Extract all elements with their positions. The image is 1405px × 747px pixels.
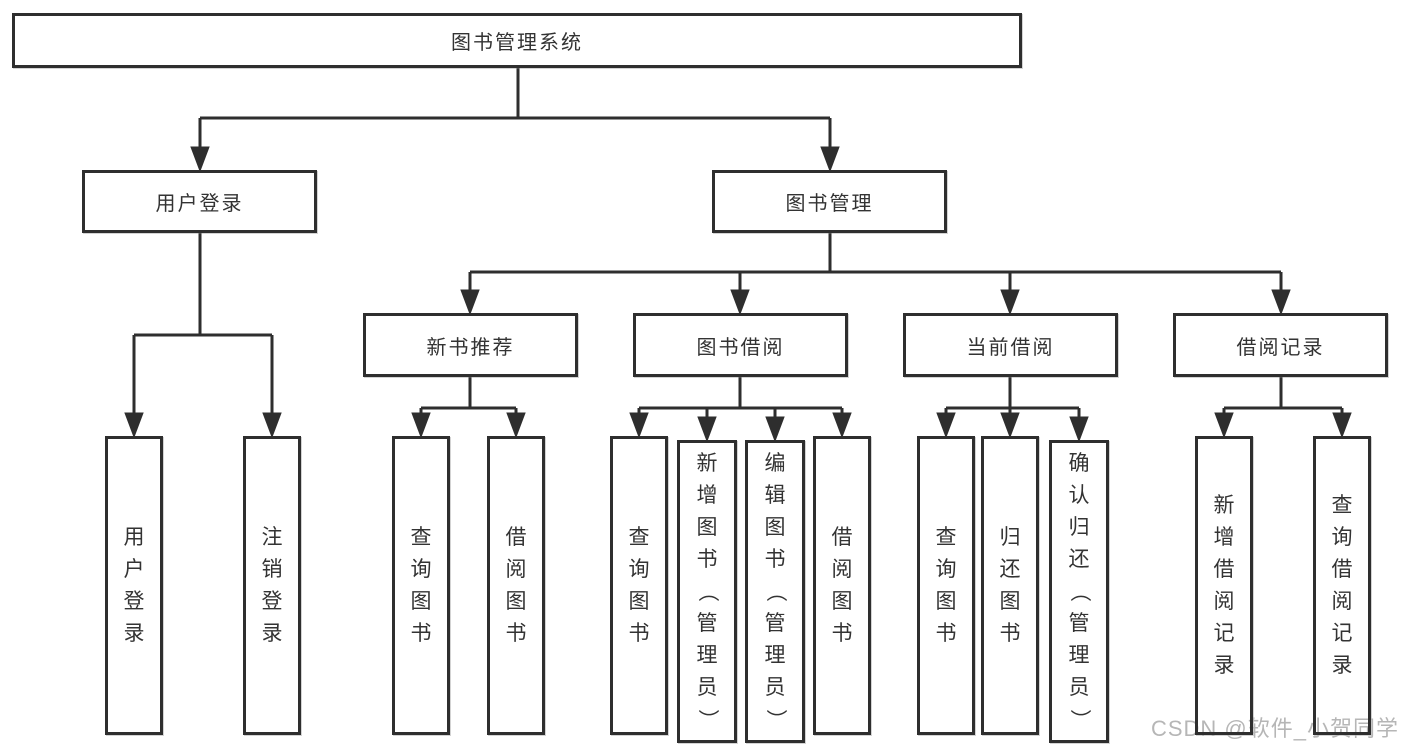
- node-label: 借阅图书: [505, 526, 527, 645]
- leaf-br-add-record: 新增借阅记录: [1195, 436, 1253, 735]
- leaf-bb-query-book: 查询图书: [610, 436, 668, 735]
- leaf-br-query-record: 查询借阅记录: [1313, 436, 1371, 735]
- leaf-cb-return-book: 归还图书: [981, 436, 1039, 735]
- connector-borrow-record-to-leaves: [1222, 377, 1344, 418]
- node-book-management: 图书管理: [712, 170, 947, 233]
- node-label: 用户登录: [155, 193, 244, 215]
- csdn-watermark: CSDN @软件_小贺同学: [1150, 716, 1399, 741]
- node-root: 图书管理系统: [12, 13, 1022, 68]
- node-label: 借阅记录: [1236, 336, 1325, 359]
- connector-user-login-to-leaves: [132, 233, 274, 418]
- node-label: 图书管理系统: [451, 32, 583, 54]
- node-label: 借阅图书: [831, 526, 853, 645]
- node-label: 图书借阅: [696, 336, 785, 359]
- node-label: 查询借阅记录: [1331, 494, 1353, 677]
- node-label: 编辑图书（管理员）: [763, 452, 787, 730]
- node-label: 查询图书: [935, 526, 957, 645]
- node-label: 新增借阅记录: [1213, 494, 1235, 677]
- node-user-login: 用户登录: [82, 170, 317, 233]
- node-label: 新书推荐: [426, 336, 515, 359]
- leaf-bb-borrow-book: 借阅图书: [813, 436, 871, 735]
- node-label: 归还图书: [999, 526, 1021, 645]
- leaf-user-login: 用户登录: [105, 436, 163, 735]
- node-label: 查询图书: [410, 526, 432, 645]
- node-label: 注销登录: [261, 526, 283, 645]
- node-book-borrow: 图书借阅: [633, 313, 848, 377]
- connector-new-book-rec-to-leaves: [419, 377, 518, 418]
- leaf-cb-confirm-return-admin: 确认归还（管理员）: [1049, 440, 1109, 743]
- connector-book-mgmt-to-level3: [468, 233, 1283, 294]
- node-borrow-record: 借阅记录: [1173, 313, 1388, 377]
- node-label: 当前借阅: [966, 336, 1055, 359]
- arrowheads: [124, 146, 1352, 443]
- node-label: 查询图书: [628, 526, 650, 645]
- node-label: 图书管理: [785, 193, 874, 215]
- leaf-logout: 注销登录: [243, 436, 301, 735]
- node-new-book-recommend: 新书推荐: [363, 313, 578, 377]
- connector-book-borrow-to-leaves: [637, 377, 844, 422]
- node-label: 用户登录: [123, 526, 145, 645]
- node-label: 新增图书（管理员）: [695, 452, 719, 730]
- leaf-nb-borrow-book: 借阅图书: [487, 436, 545, 735]
- connector-root-to-level2: [198, 68, 832, 150]
- node-label: 确认归还（管理员）: [1067, 452, 1091, 730]
- leaf-bb-edit-book-admin: 编辑图书（管理员）: [745, 440, 805, 743]
- node-current-borrow: 当前借阅: [903, 313, 1118, 377]
- leaf-bb-add-book-admin: 新增图书（管理员）: [677, 440, 737, 743]
- leaf-cb-query-book: 查询图书: [917, 436, 975, 735]
- leaf-nb-query-book: 查询图书: [392, 436, 450, 735]
